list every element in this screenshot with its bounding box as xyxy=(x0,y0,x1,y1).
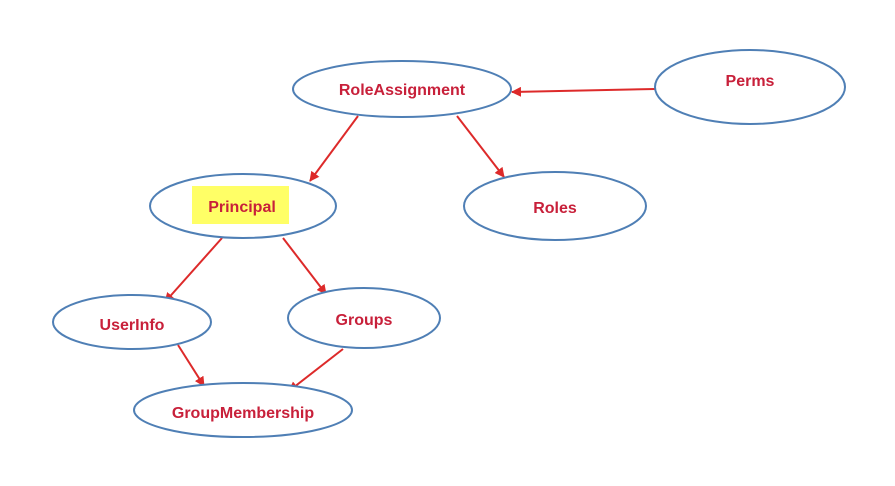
node-groups-ellipse xyxy=(287,287,441,349)
edge-groups-to-groupmembership xyxy=(288,348,344,392)
node-principal-label: Principal xyxy=(208,199,276,216)
edge-roleassignment-to-roles xyxy=(456,115,505,178)
node-roles[interactable]: Roles xyxy=(463,171,647,241)
edge-principal-to-groups xyxy=(282,237,327,295)
node-groups-label: Groups xyxy=(336,312,393,329)
node-principal[interactable]: Principal xyxy=(149,173,337,239)
node-roleassignment-ellipse xyxy=(292,60,512,118)
node-perms-ellipse xyxy=(654,49,846,125)
node-userinfo-ellipse xyxy=(52,294,212,350)
edges xyxy=(164,86,656,392)
node-perms[interactable]: Perms xyxy=(654,49,846,125)
node-perms-label: Perms xyxy=(726,73,775,90)
edge-roleassignment-to-principal xyxy=(309,115,359,182)
edge-perms-to-roleassignment xyxy=(511,86,656,97)
node-groups[interactable]: Groups xyxy=(287,287,441,349)
node-groupmembership-label: GroupMembership xyxy=(172,405,314,422)
edge-principal-to-userinfo xyxy=(164,237,223,303)
node-userinfo-label: UserInfo xyxy=(100,317,165,334)
node-groupmembership[interactable]: GroupMembership xyxy=(133,382,353,438)
node-groupmembership-ellipse xyxy=(133,382,353,438)
node-roleassignment[interactable]: RoleAssignment xyxy=(292,60,512,118)
node-roles-label: Roles xyxy=(533,200,577,217)
node-roleassignment-label: RoleAssignment xyxy=(339,82,466,99)
node-roles-ellipse xyxy=(463,171,647,241)
node-userinfo[interactable]: UserInfo xyxy=(52,294,212,350)
edge-userinfo-to-groupmembership xyxy=(177,344,205,387)
node-principal-highlight xyxy=(192,186,289,224)
